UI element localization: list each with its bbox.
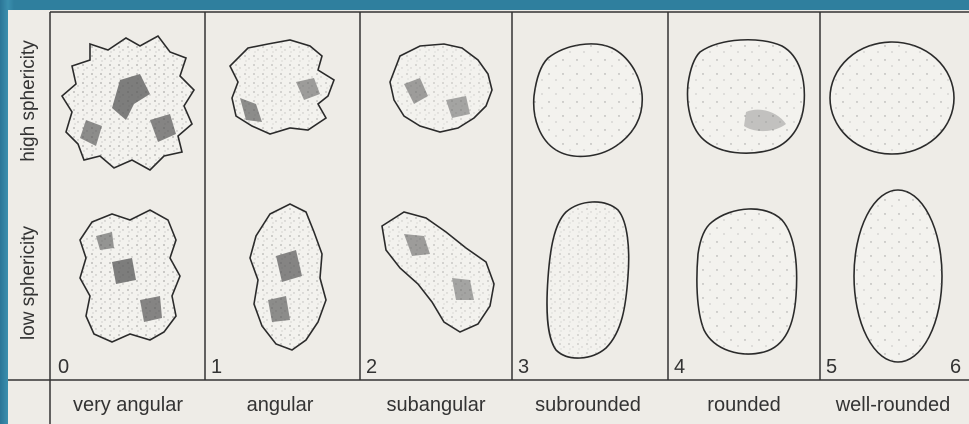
grain-well-rounded-low <box>854 190 942 362</box>
grain-angular-low <box>250 204 326 350</box>
grain-subangular-high <box>390 44 492 132</box>
roundness-number-4: 4 <box>674 356 685 379</box>
roundness-number-1: 1 <box>211 356 222 379</box>
roundness-number-0: 0 <box>58 356 69 379</box>
category-subrounded: subrounded <box>535 394 641 417</box>
roundness-number-6: 6 <box>950 356 961 379</box>
grain-rounded-high <box>688 40 805 153</box>
grain-very-angular-low <box>80 210 180 342</box>
grain-very-angular-high <box>62 36 194 170</box>
category-very-angular: very angular <box>73 394 183 417</box>
category-rounded: rounded <box>707 394 780 417</box>
grain-subrounded-low <box>547 202 629 358</box>
roundness-number-5: 5 <box>826 356 837 379</box>
category-angular: angular <box>247 394 314 417</box>
category-subangular: subangular <box>387 394 486 417</box>
grain-subangular-low <box>382 212 494 332</box>
category-well-rounded: well-rounded <box>836 394 951 417</box>
grain-subrounded-high <box>534 44 643 156</box>
grain-angular-high <box>230 40 334 134</box>
row-label-high-sphericity: high sphericity <box>18 21 40 181</box>
grain-well-rounded-high <box>830 42 954 154</box>
roundness-number-3: 3 <box>518 356 529 379</box>
row-label-low-sphericity: low sphericity <box>18 203 40 363</box>
grain-rounded-low <box>697 209 797 354</box>
roundness-number-2: 2 <box>366 356 377 379</box>
